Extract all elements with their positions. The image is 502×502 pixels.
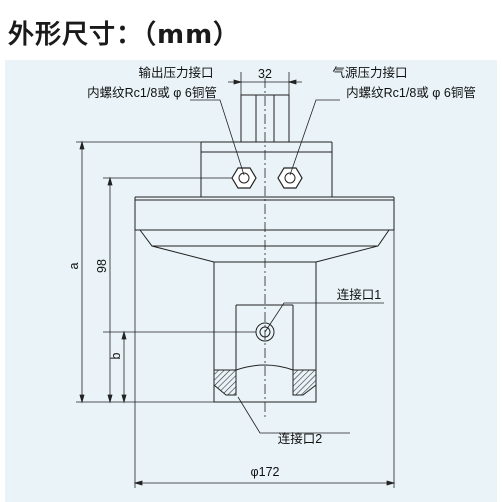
bottom-recess: [235, 364, 294, 371]
outlet-fitting: [231, 167, 257, 189]
page-title: 外形尺寸：（mm）: [8, 20, 241, 50]
part-outline: [134, 94, 395, 403]
dim-a-label: a: [67, 262, 81, 269]
dim-top-width-label: 32: [258, 67, 272, 81]
supply-port-label: 气源压力接口: [332, 65, 407, 80]
dim-98-label: 98: [95, 259, 109, 273]
hatch-left: [213, 369, 237, 396]
dim-b-label: b: [109, 352, 123, 359]
fitting-block: [200, 151, 333, 198]
leaders: [190, 99, 384, 434]
dim-diameter-label: φ172: [251, 465, 280, 479]
header: 外形尺寸：（mm）: [0, 0, 502, 60]
dim-top-width: [228, 72, 302, 95]
main-body: [134, 199, 395, 231]
outlet-thread-label: 内螺纹Rc1/8或 φ 6铜管: [87, 85, 217, 100]
supply-thread-label: 内螺纹Rc1/8或 φ 6铜管: [346, 85, 476, 100]
hatch-right: [292, 369, 317, 396]
outlet-port-label: 输出压力接口: [138, 65, 213, 80]
dim-vertical: [76, 140, 256, 404]
connect-1-label: 连接口1: [337, 287, 382, 302]
supply-fitting: [277, 167, 303, 189]
dim-diameter: [133, 230, 396, 488]
connect-2-label: 连接口2: [278, 431, 323, 446]
drawing-panel: [5, 60, 497, 502]
